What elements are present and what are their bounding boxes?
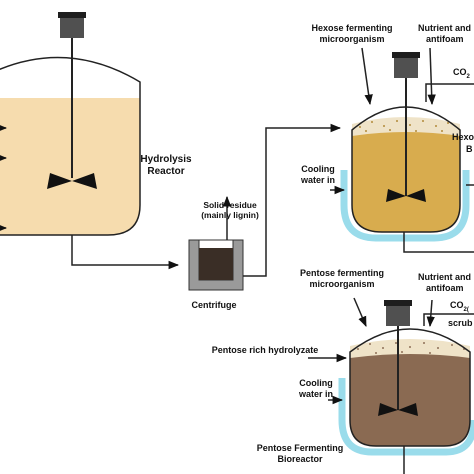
pentose-bioreactor-label-1: Pentose Fermenting [257, 443, 344, 453]
hexose-nutrient-label-2: antifoam [426, 34, 464, 44]
hydrolysis-impeller [47, 173, 97, 189]
pentose-hydrolyzate-label: Pentose rich hydrolyzate [212, 345, 319, 355]
pentose-motor-cap [384, 300, 412, 306]
pentose-scrub-label: scrub [448, 318, 473, 328]
pentose-foam-dots [357, 342, 465, 354]
pentose-cooling-jacket [338, 378, 474, 456]
pentose-co2-label: CO2( [450, 300, 469, 313]
hexose-nutrient-label-1: Nutrient and [418, 23, 471, 33]
hexose-impeller [386, 189, 426, 202]
hydrolysis-vessel-wall [0, 56, 141, 236]
pentose-microorganism-label-2: microorganism [309, 279, 374, 289]
pentose-liquid [350, 346, 470, 446]
hexose-bioreactor: Hexose fermenting microorganism Nutrient… [300, 23, 474, 253]
hexose-bioreactor-label-1: Hexose [452, 132, 474, 142]
centrifuge-to-hexose-pipe [243, 123, 342, 277]
pentose-bioreactor-label-2: Bioreactor [277, 454, 323, 464]
pentose-nutrient-arrow [426, 299, 435, 328]
pentose-cooling-label-2: water in [298, 389, 333, 399]
hydrolysis-to-centrifuge-pipe [71, 235, 180, 270]
centrifuge-solid [199, 248, 233, 280]
pentose-bioreactor: Pentose fermenting microorganism Nutrien… [212, 268, 474, 474]
hexose-nutrient-arrow [427, 47, 436, 106]
pentose-cooling-label-1: Cooling [299, 378, 333, 388]
hexose-foam-dots [359, 120, 449, 132]
hydrolysis-reactor-label-1: Hydrolysis [140, 154, 192, 165]
pentose-impeller [378, 403, 418, 416]
hexose-cooling-label-1: Cooling [301, 164, 335, 174]
hexose-cooling-jacket [340, 170, 470, 242]
hexose-motor-cap [392, 52, 420, 58]
pentose-co2-line [423, 313, 474, 326]
hydrolysis-motor-cap [58, 12, 86, 18]
hexose-vessel-wall [351, 106, 461, 233]
centrifuge: Solid residue (mainly lignin) Centrifuge [188, 195, 259, 310]
solid-residue-label-1: Solid residue [203, 200, 257, 210]
hexose-outlet-line [403, 232, 474, 253]
pentose-nutrient-label-2: antifoam [426, 283, 464, 293]
hexose-bioreactor-label-2: B [466, 144, 473, 154]
hydrolysis-reactor-label-2: Reactor [147, 166, 184, 177]
solid-residue-label-2: (mainly lignin) [201, 210, 259, 220]
hexose-microorganism-arrow [361, 47, 373, 106]
hexose-co2-line [425, 83, 474, 102]
hydrolysis-reactor: Hydrolysis Reactor [0, 12, 192, 236]
hexose-microorganism-label-2: microorganism [319, 34, 384, 44]
pentose-microorganism-label-1: Pentose fermenting [300, 268, 384, 278]
hexose-microorganism-label-1: Hexose fermenting [311, 23, 392, 33]
hydrolysis-vessel-liquid [0, 98, 140, 235]
pentose-foam [350, 339, 470, 358]
pentose-nutrient-label-1: Nutrient and [418, 272, 471, 282]
pentose-vessel-wall [349, 328, 471, 447]
pentose-microorganism-arrow [353, 297, 367, 327]
hexose-co2-label: CO2 [453, 67, 471, 80]
hexose-cooling-label-2: water in [300, 175, 335, 185]
centrifuge-label: Centrifuge [192, 300, 237, 310]
